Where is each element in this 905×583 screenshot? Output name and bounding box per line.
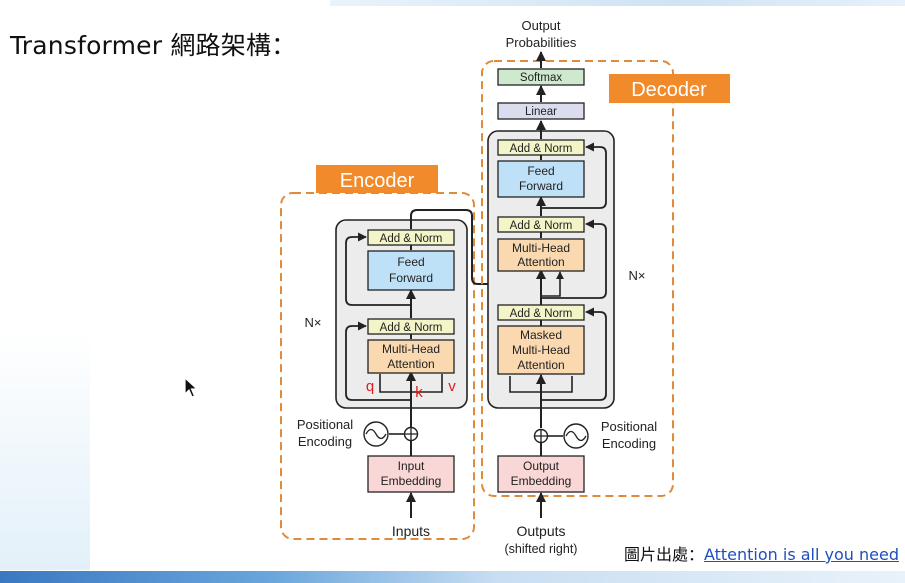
enc-mha-line1: Multi-Head <box>382 342 440 356</box>
dec-add-norm-bottom-box <box>497 304 585 321</box>
enc-feed-forward-line2: Forward <box>389 271 433 285</box>
enc-input-embedding-box <box>367 455 455 493</box>
dec-add-norm-mid-box <box>497 216 585 233</box>
dec-multi-head-attention-box <box>497 238 585 272</box>
slide-title: Transformer 網路架構： <box>10 31 297 60</box>
dec-output-embedding-box <box>497 455 585 493</box>
dec-residual-2 <box>541 219 607 299</box>
dec-positional-line1: Positional <box>601 419 657 434</box>
enc-mha-line2: Attention <box>387 357 434 371</box>
dec-masked-line1: Masked <box>520 328 562 342</box>
dec-masked-qkv-split <box>509 376 573 393</box>
enc-nx-label: N× <box>305 315 322 330</box>
enc-feed-forward-box <box>367 250 455 291</box>
dec-query-branch <box>541 271 564 297</box>
bottom-decorative-strip <box>0 571 905 583</box>
dec-add-norm-top-box <box>497 139 585 156</box>
enc-add-norm-bottom-box <box>367 318 455 335</box>
encoder-label: Encoder <box>340 170 415 192</box>
output-probabilities-line2: Probabilities <box>506 35 577 50</box>
decoder-label: Decoder <box>631 79 707 101</box>
dec-sine-wave-icon <box>565 430 587 442</box>
softmax-label: Softmax <box>520 72 562 84</box>
enc-v-label: v <box>448 378 456 395</box>
enc-inputs-label: Inputs <box>392 523 430 539</box>
enc-positional-line1: Positional <box>297 417 353 432</box>
enc-add-norm-top-box <box>367 229 455 246</box>
enc-sine-wave-icon <box>365 428 387 440</box>
linear-label: Linear <box>525 106 557 118</box>
enc-add-norm-top-label: Add & Norm <box>380 233 443 245</box>
dec-residual-3 <box>541 142 607 209</box>
dec-masked-line3: Attention <box>517 358 564 372</box>
dec-mha-line2: Attention <box>517 255 564 269</box>
enc-residual-2 <box>345 232 411 306</box>
dec-feed-forward-line1: Feed <box>527 164 554 178</box>
citation-prefix: 圖片出處： <box>623 545 704 564</box>
enc-multi-head-attention-box <box>367 339 455 374</box>
dec-positional-line2: Encoding <box>602 436 656 451</box>
dec-add-norm-mid-label: Add & Norm <box>510 220 573 232</box>
citation-link[interactable]: Attention is all you need <box>703 545 899 564</box>
enc-emb-line1: Input <box>398 459 425 473</box>
linear-box <box>497 102 585 120</box>
dec-emb-line2: Embedding <box>511 474 572 488</box>
dec-residual-1 <box>541 307 607 401</box>
dec-add-norm-bottom-label: Add & Norm <box>510 308 573 320</box>
enc-add-norm-bottom-label: Add & Norm <box>380 322 443 334</box>
dec-plus-icon <box>535 430 547 442</box>
enc-plus-icon <box>405 428 417 440</box>
enc-qkv-split <box>379 374 443 393</box>
enc-residual-1 <box>345 321 411 401</box>
enc-to-dec-connection <box>410 209 527 285</box>
enc-q-label: q <box>366 378 374 395</box>
top-decorative-strip <box>330 0 905 6</box>
enc-k-label: k <box>415 384 423 401</box>
image-source-citation: 圖片出處：Attention is all you need <box>624 541 899 565</box>
background-shade <box>0 330 90 570</box>
mouse-cursor-icon <box>184 377 198 398</box>
output-probabilities-line1: Output <box>521 18 560 33</box>
enc-feed-forward-line1: Feed <box>397 255 424 269</box>
enc-emb-line2: Embedding <box>381 474 442 488</box>
enc-positional-line2: Encoding <box>298 434 352 449</box>
decoder-dashed-frame <box>481 60 674 497</box>
decoder-label-box <box>609 74 730 103</box>
dec-masked-line2: Multi-Head <box>512 343 570 357</box>
dec-outputs-line2: (shifted right) <box>505 542 578 556</box>
dec-feed-forward-box <box>497 160 585 198</box>
softmax-box <box>497 68 585 86</box>
dec-feed-forward-line2: Forward <box>519 179 563 193</box>
dec-outputs-line1: Outputs <box>516 523 565 539</box>
dec-add-norm-top-label: Add & Norm <box>510 143 573 155</box>
dec-mha-line1: Multi-Head <box>512 241 570 255</box>
encoder-label-box <box>316 165 438 193</box>
dec-nx-label: N× <box>629 268 646 283</box>
dec-emb-line1: Output <box>523 459 560 473</box>
dec-masked-attention-box <box>497 325 585 375</box>
